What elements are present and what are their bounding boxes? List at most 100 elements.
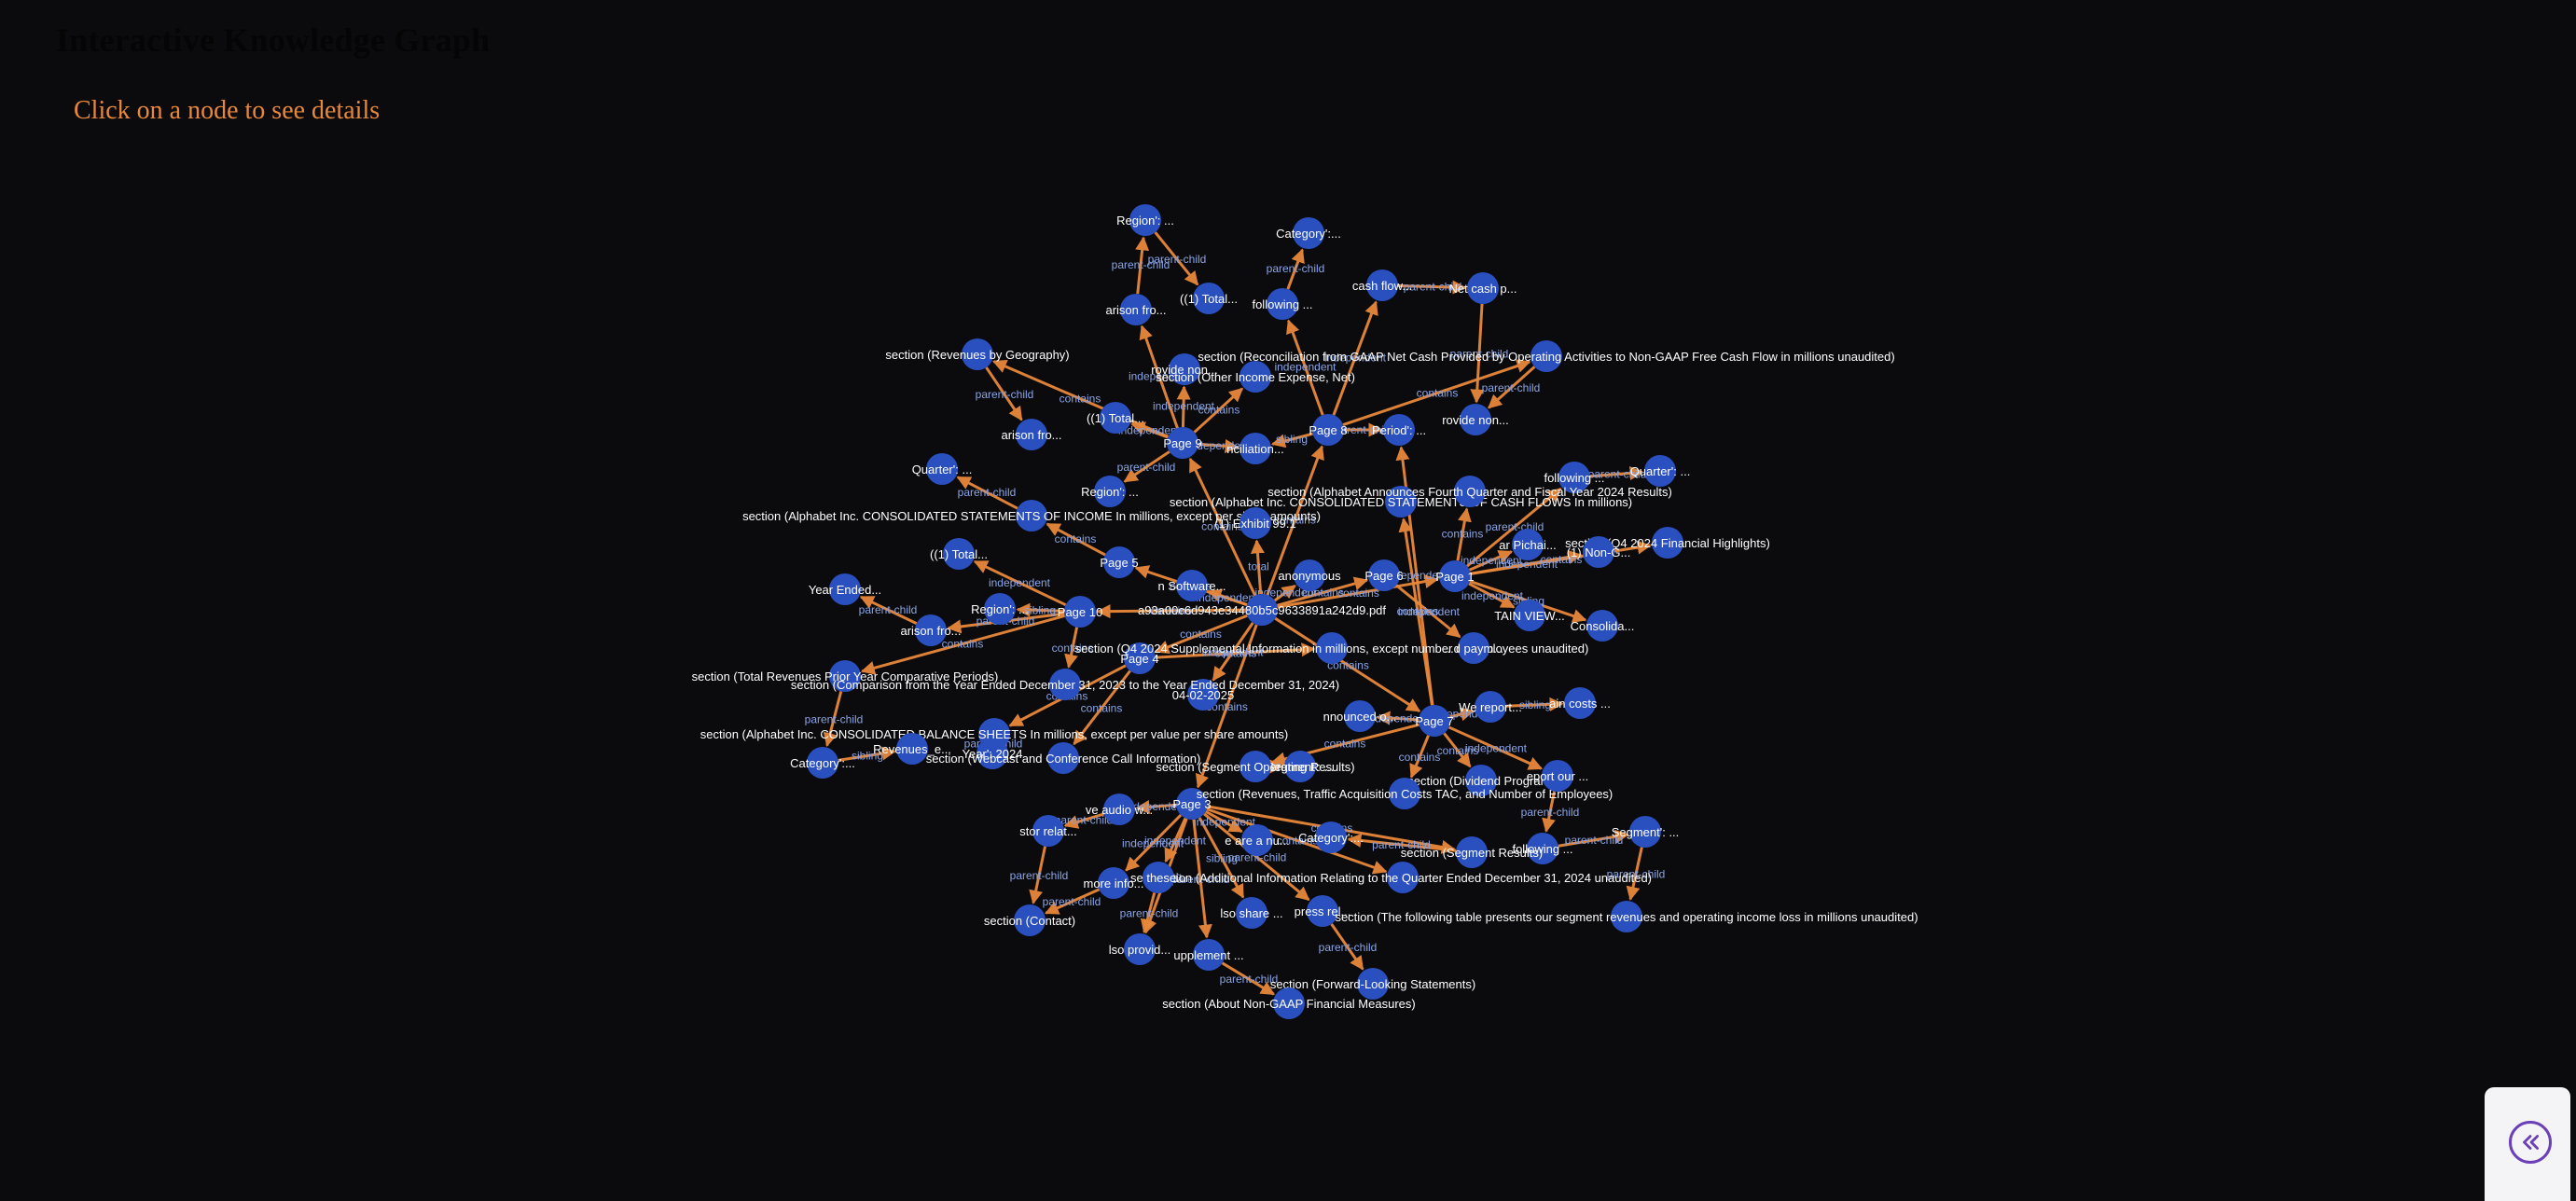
graph-node[interactable]: Quarter': ... bbox=[1630, 455, 1691, 487]
node-circle[interactable] bbox=[1530, 340, 1562, 372]
graph-node[interactable]: section (Alphabet Inc. CONSOLIDATED STAT… bbox=[1170, 486, 1632, 518]
graph-node[interactable]: section (Contact) bbox=[984, 904, 1075, 936]
node-circle[interactable] bbox=[1586, 610, 1618, 642]
node-circle[interactable] bbox=[1316, 632, 1348, 664]
graph-node[interactable]: Page 3 bbox=[1172, 788, 1212, 820]
node-circle[interactable] bbox=[1383, 414, 1415, 446]
graph-node[interactable]: arison fro... bbox=[1105, 294, 1167, 325]
node-circle[interactable] bbox=[829, 573, 861, 605]
graph-node[interactable]: 04-02-2025 bbox=[1172, 679, 1235, 711]
node-circle[interactable] bbox=[1193, 283, 1225, 314]
graph-node[interactable]: Quarter': ... bbox=[912, 453, 973, 485]
node-circle[interactable] bbox=[1016, 500, 1047, 531]
graph-node[interactable]: section (The following table presents ou… bbox=[1335, 901, 1918, 932]
graph-node[interactable]: TAIN VIEW... bbox=[1494, 600, 1565, 631]
graph-node[interactable]: section (Revenues by Geography) bbox=[885, 338, 1070, 370]
node-circle[interactable] bbox=[1368, 559, 1400, 591]
node-circle[interactable] bbox=[1512, 529, 1544, 560]
graph-node[interactable]: e are a nu... bbox=[1225, 824, 1290, 856]
graph-node[interactable]: section (Q4 2024 Financial Highlights) bbox=[1565, 527, 1770, 559]
graph-node[interactable]: section (Alphabet Announces Fourth Quart… bbox=[1267, 476, 1672, 507]
graph-node[interactable]: ...d paym... bbox=[1444, 632, 1503, 664]
node-circle[interactable] bbox=[1344, 700, 1376, 732]
node-circle[interactable] bbox=[1542, 760, 1573, 792]
graph-node[interactable]: nnounced o... bbox=[1323, 700, 1397, 732]
node-circle[interactable] bbox=[1124, 642, 1156, 674]
node-circle[interactable] bbox=[1047, 742, 1079, 774]
node-circle[interactable] bbox=[1357, 968, 1389, 1000]
graph-node[interactable]: Net cash p... bbox=[1449, 272, 1517, 304]
node-circle[interactable] bbox=[1236, 897, 1267, 929]
node-circle[interactable] bbox=[1454, 476, 1486, 507]
graph-node[interactable]: lso share ... bbox=[1220, 897, 1283, 929]
node-circle[interactable] bbox=[1307, 895, 1338, 927]
graph-node[interactable]: section (About Non-GAAP Financial Measur… bbox=[1162, 987, 1416, 1019]
node-circle[interactable] bbox=[1366, 269, 1398, 301]
graph-node[interactable]: section (Total Revenues Prior Year Compa… bbox=[692, 660, 999, 692]
graph-node[interactable]: ain costs ... bbox=[1549, 687, 1611, 719]
graph-node[interactable]: a93a00c6d943e34480b5c9633891a242d9.pdf bbox=[1138, 594, 1386, 626]
node-circle[interactable] bbox=[1167, 427, 1198, 459]
node-circle[interactable] bbox=[1094, 476, 1126, 507]
graph-node[interactable]: ((1) Total... bbox=[930, 538, 988, 570]
graph-node[interactable]: ve audio w... bbox=[1086, 794, 1153, 825]
node-circle[interactable] bbox=[1387, 862, 1419, 893]
node-circle[interactable] bbox=[1169, 353, 1200, 385]
node-circle[interactable] bbox=[1293, 217, 1324, 249]
graph-node[interactable]: cash flow... bbox=[1352, 269, 1412, 301]
node-circle[interactable] bbox=[1016, 419, 1047, 450]
graph-node[interactable]: arison fro... bbox=[1001, 419, 1062, 450]
node-circle[interactable] bbox=[1267, 288, 1298, 320]
node-circle[interactable] bbox=[984, 593, 1016, 625]
graph-node[interactable]: Page 10 bbox=[1058, 596, 1102, 628]
graph-node[interactable]: ar Pichai... bbox=[1499, 529, 1557, 560]
node-circle[interactable] bbox=[1465, 765, 1497, 796]
node-circle[interactable] bbox=[978, 718, 1010, 750]
graph-node[interactable]: Revenues_e... bbox=[873, 733, 951, 765]
node-circle[interactable] bbox=[1456, 836, 1488, 868]
graph-node[interactable]: section (Alphabet Inc. CONSOLIDATED STAT… bbox=[742, 500, 1321, 531]
node-circle[interactable] bbox=[1120, 294, 1152, 325]
node-circle[interactable] bbox=[926, 453, 958, 485]
node-circle[interactable] bbox=[1103, 546, 1135, 578]
node-circle[interactable] bbox=[829, 660, 861, 692]
node-circle[interactable] bbox=[1098, 867, 1129, 899]
graph-node[interactable]: upplement ... bbox=[1173, 939, 1244, 971]
node-circle[interactable] bbox=[1240, 751, 1271, 782]
graph-node[interactable]: Page 8 bbox=[1309, 414, 1348, 446]
graph-node[interactable]: eport our ... bbox=[1527, 760, 1588, 792]
graph-node[interactable]: section (Other Income Expense, Net) bbox=[1156, 361, 1355, 393]
graph-node[interactable]: ((1) Total... bbox=[1087, 402, 1144, 434]
node-circle[interactable] bbox=[962, 338, 993, 370]
graph-node[interactable]: anonymous bbox=[1278, 559, 1341, 591]
node-circle[interactable] bbox=[1629, 816, 1661, 848]
node-circle[interactable] bbox=[1583, 536, 1614, 568]
graph-node[interactable]: Page 4 bbox=[1120, 642, 1159, 674]
node-circle[interactable] bbox=[1458, 632, 1489, 664]
node-circle[interactable] bbox=[1385, 486, 1417, 518]
node-circle[interactable] bbox=[1143, 862, 1174, 893]
graph-node[interactable]: section (Segment Results) bbox=[1401, 836, 1543, 868]
node-circle[interactable] bbox=[1312, 414, 1344, 446]
graph-node[interactable]: more info... bbox=[1083, 867, 1144, 899]
node-circle[interactable] bbox=[1014, 904, 1046, 936]
node-circle[interactable] bbox=[1241, 824, 1273, 856]
node-circle[interactable] bbox=[1240, 361, 1271, 393]
graph-node[interactable]: (1) Non-G... bbox=[1567, 536, 1631, 568]
graph-node[interactable]: (1) Exhibit 99.1 bbox=[1214, 507, 1296, 539]
graph-node[interactable]: section (Webcast and Conference Call Inf… bbox=[926, 742, 1201, 774]
node-circle[interactable] bbox=[1564, 687, 1596, 719]
graph-node[interactable]: Page 9 bbox=[1163, 427, 1202, 459]
graph-node[interactable]: lso provid... bbox=[1109, 933, 1170, 965]
node-circle[interactable] bbox=[1527, 833, 1558, 864]
node-circle[interactable] bbox=[1129, 204, 1161, 236]
graph-node[interactable]: n Software... bbox=[1158, 570, 1226, 601]
node-circle[interactable] bbox=[1315, 821, 1347, 853]
node-circle[interactable] bbox=[1187, 679, 1219, 711]
node-circle[interactable] bbox=[1475, 691, 1506, 723]
expand-panel-button[interactable] bbox=[2509, 1121, 2552, 1164]
graph-node[interactable]: ((1) Total... bbox=[1180, 283, 1238, 314]
graph-node[interactable]: Page 7 bbox=[1415, 705, 1454, 737]
node-circle[interactable] bbox=[943, 538, 975, 570]
